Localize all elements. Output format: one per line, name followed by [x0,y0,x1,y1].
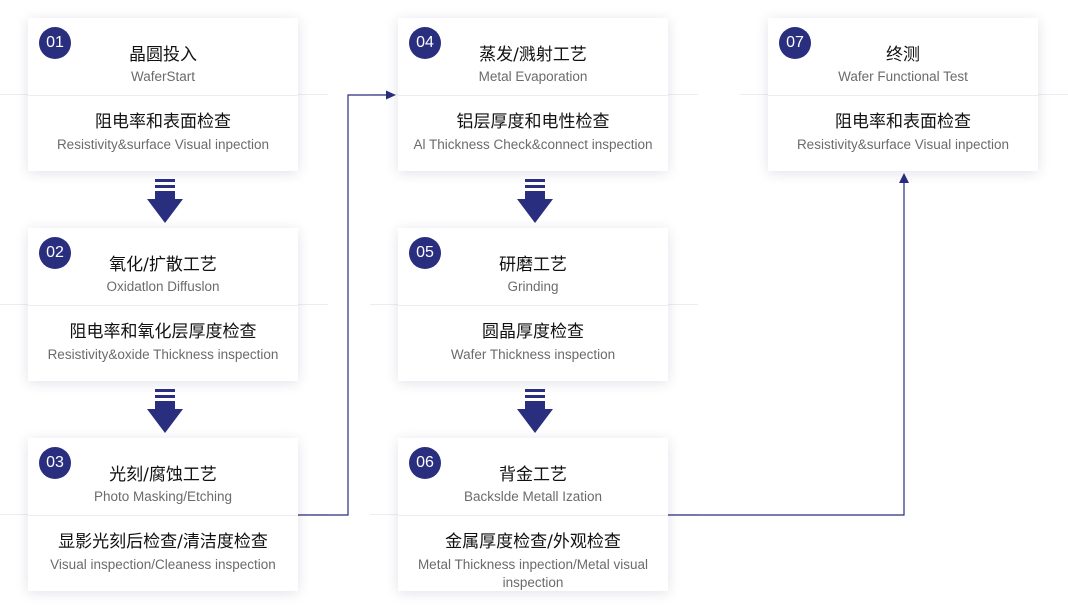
step-subtitle: Oxidatlon Diffuslon [106,279,220,294]
connector-06-to-07 [668,182,905,516]
step-title: 终测 [886,45,920,65]
step-number-badge: 04 [409,27,441,59]
step-number-badge: 02 [39,237,71,269]
step-card-03: 03 光刻/腐蚀工艺 Photo Masking/Etching 显影光刻后检查… [28,438,298,591]
step-card-05: 05 研磨工艺 Grinding 圆晶厚度检查 Wafer Thickness … [398,228,668,381]
step-subtitle: Wafer Functional Test [838,69,968,84]
inspection-subtitle: Metal Thickness inpection/Metal visual i… [417,557,649,590]
step-title: 氧化/扩散工艺 [109,255,217,275]
step-card-06: 06 背金工艺 Backslde Metall Ization 金属厚度检查/外… [398,438,668,591]
inspection-subtitle: Resistivity&oxide Thickness inspection [47,347,279,362]
step-subtitle: Grinding [507,279,559,294]
down-arrow-icon [517,179,553,223]
step-header [398,228,668,306]
down-arrow-icon [147,179,183,223]
inspection-subtitle: Wafer Thickness inspection [450,347,616,362]
step-header [28,438,298,516]
down-arrow-icon [517,389,553,433]
step-title: 背金工艺 [499,465,567,485]
inspection-subtitle: Visual inspection/Cleaness inspection [50,557,276,572]
step-title: 晶圆投入 [129,45,197,65]
step-subtitle: WaferStart [130,69,195,84]
step-title: 蒸发/溅射工艺 [479,45,587,65]
step-number-badge: 03 [39,447,71,479]
step-header [398,18,668,96]
inspection-subtitle: Resistivity&surface Visual inpection [56,137,270,152]
step-header [768,18,1038,96]
step-card-02: 02 氧化/扩散工艺 Oxidatlon Diffuslon 阻电率和氧化层厚度… [28,228,298,381]
step-subtitle: Backslde Metall Ization [463,489,603,504]
step-number-badge: 07 [779,27,811,59]
step-number-badge: 01 [39,27,71,59]
step-card-01: 01 晶圆投入 WaferStart 阻电率和表面检查 Resistivity&… [28,18,298,171]
step-number-badge: 06 [409,447,441,479]
inspection-title: 显影光刻后检查/清洁度检查 [58,532,268,552]
step-card-04: 04 蒸发/溅射工艺 Metal Evaporation 铝层厚度和电性检查 A… [398,18,668,171]
step-number-badge: 05 [409,237,441,269]
step-header [28,18,298,96]
inspection-title: 圆晶厚度检查 [482,322,584,342]
inspection-subtitle: Al Thickness Check&connect inspection [413,137,653,152]
connector-arrowhead-icon [386,90,396,100]
step-header [398,438,668,516]
connector-03-to-04 [298,94,388,516]
inspection-title: 金属厚度检查/外观检查 [445,532,621,552]
step-subtitle: Metal Evaporation [478,69,588,84]
step-subtitle: Photo Masking/Etching [93,489,233,504]
step-title: 研磨工艺 [499,255,567,275]
inspection-title: 铝层厚度和电性检查 [456,112,610,132]
inspection-title: 阻电率和表面检查 [95,112,231,132]
inspection-subtitle: Resistivity&surface Visual inpection [796,137,1010,152]
down-arrow-icon [147,389,183,433]
inspection-title: 阻电率和氧化层厚度检查 [69,322,257,342]
step-card-07: 07 终测 Wafer Functional Test 阻电率和表面检查 Res… [768,18,1038,171]
step-header [28,228,298,306]
step-title: 光刻/腐蚀工艺 [109,465,217,485]
connector-arrowhead-icon [899,173,909,183]
inspection-title: 阻电率和表面检查 [835,112,971,132]
